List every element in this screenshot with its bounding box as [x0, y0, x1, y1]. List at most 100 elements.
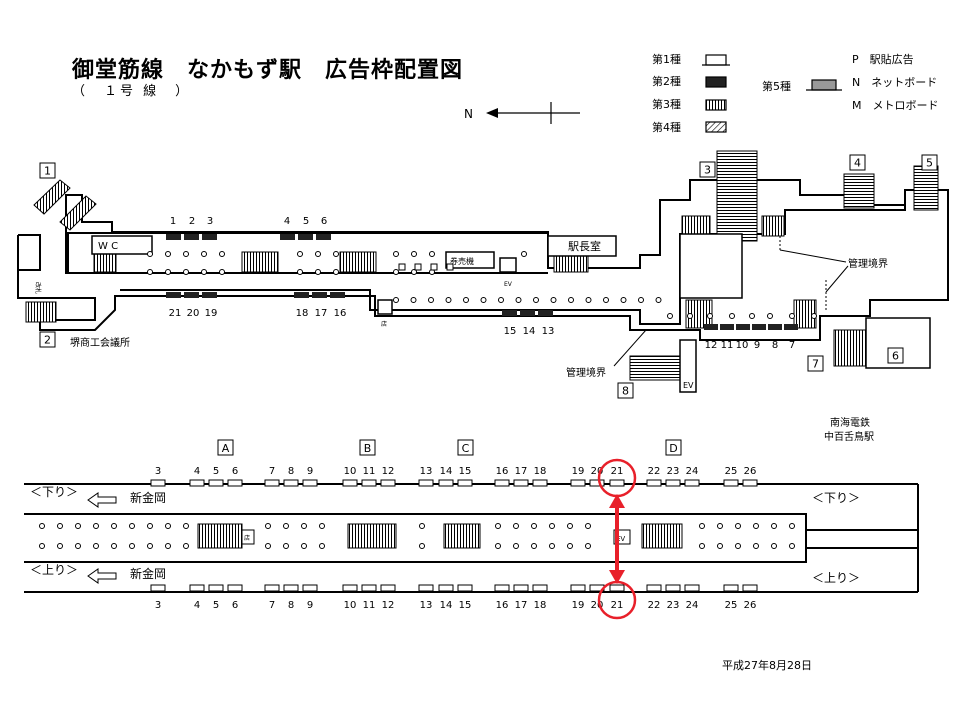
exit-box — [617, 382, 634, 399]
ad-board — [736, 324, 750, 330]
boundary-label-2: 管理境界 — [566, 366, 606, 379]
pillar — [749, 313, 755, 319]
page-subtitle: （ １号 線 ） — [72, 84, 192, 99]
ad-board — [520, 310, 535, 316]
north-label: N — [464, 107, 473, 121]
nankai-label-line1: 南海電鉄 — [830, 416, 870, 429]
ad-number: 19 — [205, 308, 218, 319]
platform-ad-board-top — [283, 479, 299, 487]
station-office-label: 駅長室 — [568, 239, 601, 253]
platform-ad-board-top — [457, 479, 473, 487]
pillar — [410, 297, 417, 303]
pillar — [333, 251, 339, 257]
platform-ad-number-top: 11 — [363, 466, 376, 477]
ad-number: 15 — [504, 326, 517, 337]
platform-ad-board-top — [418, 479, 434, 487]
boundary-label-1: 管理境界 — [848, 257, 888, 270]
platform-ad-board-bottom — [570, 584, 586, 592]
platform-ad-board-top — [361, 479, 377, 487]
pillar — [568, 297, 574, 303]
platform-ad-board-bottom — [646, 584, 662, 592]
platform-ad-number-top: 25 — [725, 466, 738, 477]
platform-ad-number-bottom: 24 — [686, 600, 699, 611]
pillar — [93, 543, 99, 549]
ad-board — [704, 324, 718, 330]
section-box — [665, 439, 682, 456]
platform-ad-board-top — [609, 479, 625, 487]
platform-ad-board-top — [264, 479, 280, 487]
pillar — [165, 523, 171, 529]
pillar — [753, 543, 759, 549]
exit-number: 4 — [854, 157, 861, 170]
ad-number: 6 — [321, 216, 327, 227]
pillar — [463, 297, 469, 303]
ad-board — [752, 324, 766, 330]
pillar — [301, 523, 307, 529]
platform-ad-number-bottom: 14 — [440, 600, 453, 611]
platform-ev-label: EV — [616, 535, 625, 543]
platform-ad-board-top — [208, 479, 224, 487]
pillar — [183, 251, 189, 257]
exit-number: 6 — [892, 350, 899, 363]
pillar — [419, 523, 425, 529]
svg-text:＜下り＞: ＜下り＞ — [812, 491, 860, 505]
platform-ad-board-bottom — [609, 584, 625, 592]
svg-text:＜下り＞: ＜下り＞ — [30, 485, 78, 499]
exit-box — [921, 154, 938, 171]
ad-board — [298, 234, 313, 240]
platform-ad-board-bottom — [302, 584, 318, 592]
platform-ad-number-bottom: 18 — [534, 600, 547, 611]
platform-ad-number-top: 19 — [572, 466, 585, 477]
pillar — [75, 523, 81, 529]
pillar — [165, 251, 171, 257]
pillar — [201, 269, 207, 275]
pillar — [531, 523, 537, 529]
legend-type1: 第1種 — [652, 53, 681, 66]
platform-ad-board-bottom — [342, 584, 358, 592]
platform-ad-board-bottom — [208, 584, 224, 592]
pillar — [147, 543, 153, 549]
gate-side-label: 改札 — [34, 282, 42, 294]
platform-ad-board-bottom — [494, 584, 510, 592]
platform-ad-number-top: 13 — [420, 466, 433, 477]
platform-ad-board-bottom — [457, 584, 473, 592]
pillar — [550, 297, 557, 303]
ad-number: 2 — [189, 216, 195, 227]
pillar — [515, 297, 522, 303]
pillar — [717, 543, 723, 549]
pillar — [687, 313, 693, 319]
pillar — [567, 543, 573, 549]
platform-ad-number-bottom: 11 — [363, 600, 376, 611]
platform-ad-board-top — [227, 479, 243, 487]
platform-ad-number-bottom: 25 — [725, 600, 738, 611]
pillar — [393, 251, 399, 257]
platform-ad-board-top — [380, 479, 396, 487]
pillar — [411, 251, 417, 257]
platform-ad-number-top: 7 — [269, 466, 275, 477]
pillar — [201, 251, 207, 257]
pillar — [655, 297, 662, 303]
pillar — [333, 269, 339, 275]
legend-type3: 第3種 — [652, 98, 681, 111]
pillar — [297, 251, 303, 257]
stairs — [25, 150, 939, 381]
ad-number: 11 — [721, 340, 734, 351]
platform-ad-board-top — [646, 479, 662, 487]
pillar — [603, 297, 609, 303]
kiosk — [446, 263, 454, 271]
platform-ad-number-top: 24 — [686, 466, 699, 477]
pillar — [393, 297, 399, 303]
pillar — [301, 543, 307, 549]
svg-text:＜上り＞: ＜上り＞ — [812, 571, 860, 585]
platform-ad-number-bottom: 21 — [611, 600, 624, 611]
platform-ad-number-bottom: 20 — [591, 600, 604, 611]
platform-ad-board-top — [570, 479, 586, 487]
platform-shop-label: 店 — [244, 534, 250, 542]
pillar — [319, 543, 325, 549]
platform-ad-board-bottom — [380, 584, 396, 592]
pillar — [147, 523, 153, 529]
ad-board — [280, 234, 295, 240]
platform-ad-number-top: 3 — [155, 466, 161, 477]
pillar — [111, 543, 117, 549]
